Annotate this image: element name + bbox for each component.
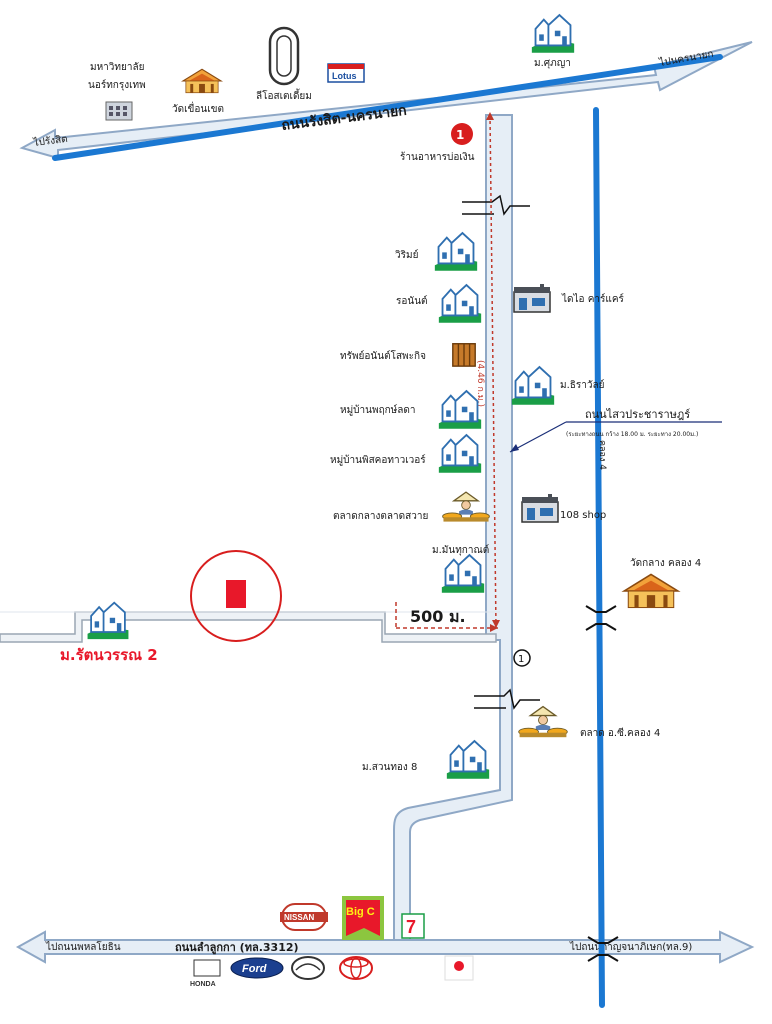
side-road-distance-line: [486, 112, 500, 629]
canal-label: คลอง 4: [597, 440, 607, 470]
temple-right-icon: [623, 573, 679, 609]
mazda-logo: [291, 956, 325, 980]
stadium-label: ลีโอสเตเดี้ยม: [256, 88, 312, 102]
svg-text:Ford: Ford: [242, 963, 267, 975]
pleasure-tower-label: หมู่บ้านพิสคอทาวเวอร์: [330, 454, 426, 466]
pleasure-tower-icon: [437, 434, 483, 474]
svg-text:Big C: Big C: [346, 906, 375, 918]
nissan-logo: NISSAN: [280, 903, 328, 931]
shop-108-label: 108 shop: [560, 510, 606, 521]
side-road-name: ถนนไสวประชาราษฎร์: [585, 408, 690, 421]
side-road-note: (ระยะทางถนน กว้าง 18.00 ม. ระยะทาง 20.00…: [566, 431, 698, 438]
daidai-icon: [513, 284, 551, 313]
shop-108-icon: [521, 494, 559, 523]
village-suan-icon: [445, 740, 491, 780]
vireme-label: วิริมย์: [395, 249, 419, 261]
lotus-icon: Lotus: [327, 63, 365, 83]
side-road-distance-label: (4.46 ก.ม.): [475, 360, 485, 407]
ford-logo: Ford: [230, 957, 284, 979]
university-label-line2: นอร์ทกรุงเทพ: [88, 79, 146, 91]
pruksa-icon: [437, 390, 483, 430]
side-road: [393, 114, 540, 941]
market-label: ตลาดกลางตลาดสวาย: [333, 511, 428, 522]
svg-text:1: 1: [518, 654, 524, 665]
village-suan-label: ม.สวนทอง 8: [362, 762, 417, 773]
restaurant-icon: 1: [451, 123, 473, 145]
ronan-icon: [437, 284, 483, 324]
bangkok-eco-label: ทรัพย์อนันต์โสพะกิจ: [340, 349, 426, 362]
toyota-logo: [339, 956, 373, 980]
university-landmark: [105, 101, 133, 121]
target-marker: [226, 580, 246, 608]
ronan-label: รอนันต์: [396, 295, 428, 307]
village-rattana-label: ม.รัตนวรรณ 2: [60, 646, 158, 664]
svg-text:7: 7: [406, 917, 416, 937]
village-top-label: ม.ศุภญา: [534, 58, 571, 69]
pruksa-label: หมู่บ้านพฤกษ์ลดา: [340, 404, 416, 416]
stadium-icon: [268, 26, 300, 86]
seven-eleven-logo: 7: [401, 913, 425, 939]
university-label-line1: มหาวิทยาลัย: [90, 62, 144, 73]
svg-text:HONDA: HONDA: [190, 981, 216, 988]
village-rattana-icon: [86, 601, 130, 640]
bangkok-eco-icon: [452, 343, 476, 367]
honda-logo: HONDA: [190, 959, 221, 988]
canal-khlong-4: [585, 107, 619, 1008]
village-top-icon: [530, 14, 576, 54]
soi-distance-line: [395, 602, 498, 632]
market-icon: [441, 491, 491, 523]
restaurant-label: ร้านอาหารบ่อเงิน: [400, 151, 475, 163]
top-road: [19, 41, 753, 161]
market-2-label: ตลาด อ.ซี.คลอง 4: [580, 727, 660, 739]
svg-text:NISSAN: NISSAN: [284, 913, 314, 922]
bottom-road-name: ถนนลำลูกกา (ทล.3312): [175, 941, 299, 955]
top-road-left-direction: ไปรังสิต: [32, 133, 68, 149]
village-mun-icon: [440, 554, 486, 594]
marker-one: 1: [513, 649, 531, 667]
target-location: [190, 550, 282, 642]
bigc-logo: Big C: [342, 896, 384, 940]
soi-distance-label: 500 ม.: [410, 607, 466, 626]
svg-text:1: 1: [456, 128, 464, 142]
svg-text:Lotus: Lotus: [332, 71, 357, 81]
market-2-icon: [517, 705, 569, 738]
bottom-road-left-direction: ไปถนนพหลโยธิน: [45, 940, 121, 953]
vireme-icon: [433, 232, 479, 272]
side-road-annotation: [509, 421, 722, 453]
thirawan-label: ม.ธิราวัลย์: [560, 379, 604, 391]
daidai-label: ไดไอ คาร์แคร์: [561, 293, 625, 305]
bank-logo: [444, 955, 474, 981]
temple-top-label: วัดเขื่อนเขต: [172, 101, 224, 115]
bottom-road: [15, 930, 755, 964]
bottom-road-right-direction: ไปถนนกาญจนาภิเษก(ทล.9): [569, 941, 692, 953]
temple-top-icon: [182, 68, 222, 94]
thirawan-icon: [510, 366, 556, 406]
village-mun-label: ม.มันทุกาณต์: [432, 544, 489, 556]
temple-right-label: วัดกลาง คลอง 4: [630, 558, 701, 569]
